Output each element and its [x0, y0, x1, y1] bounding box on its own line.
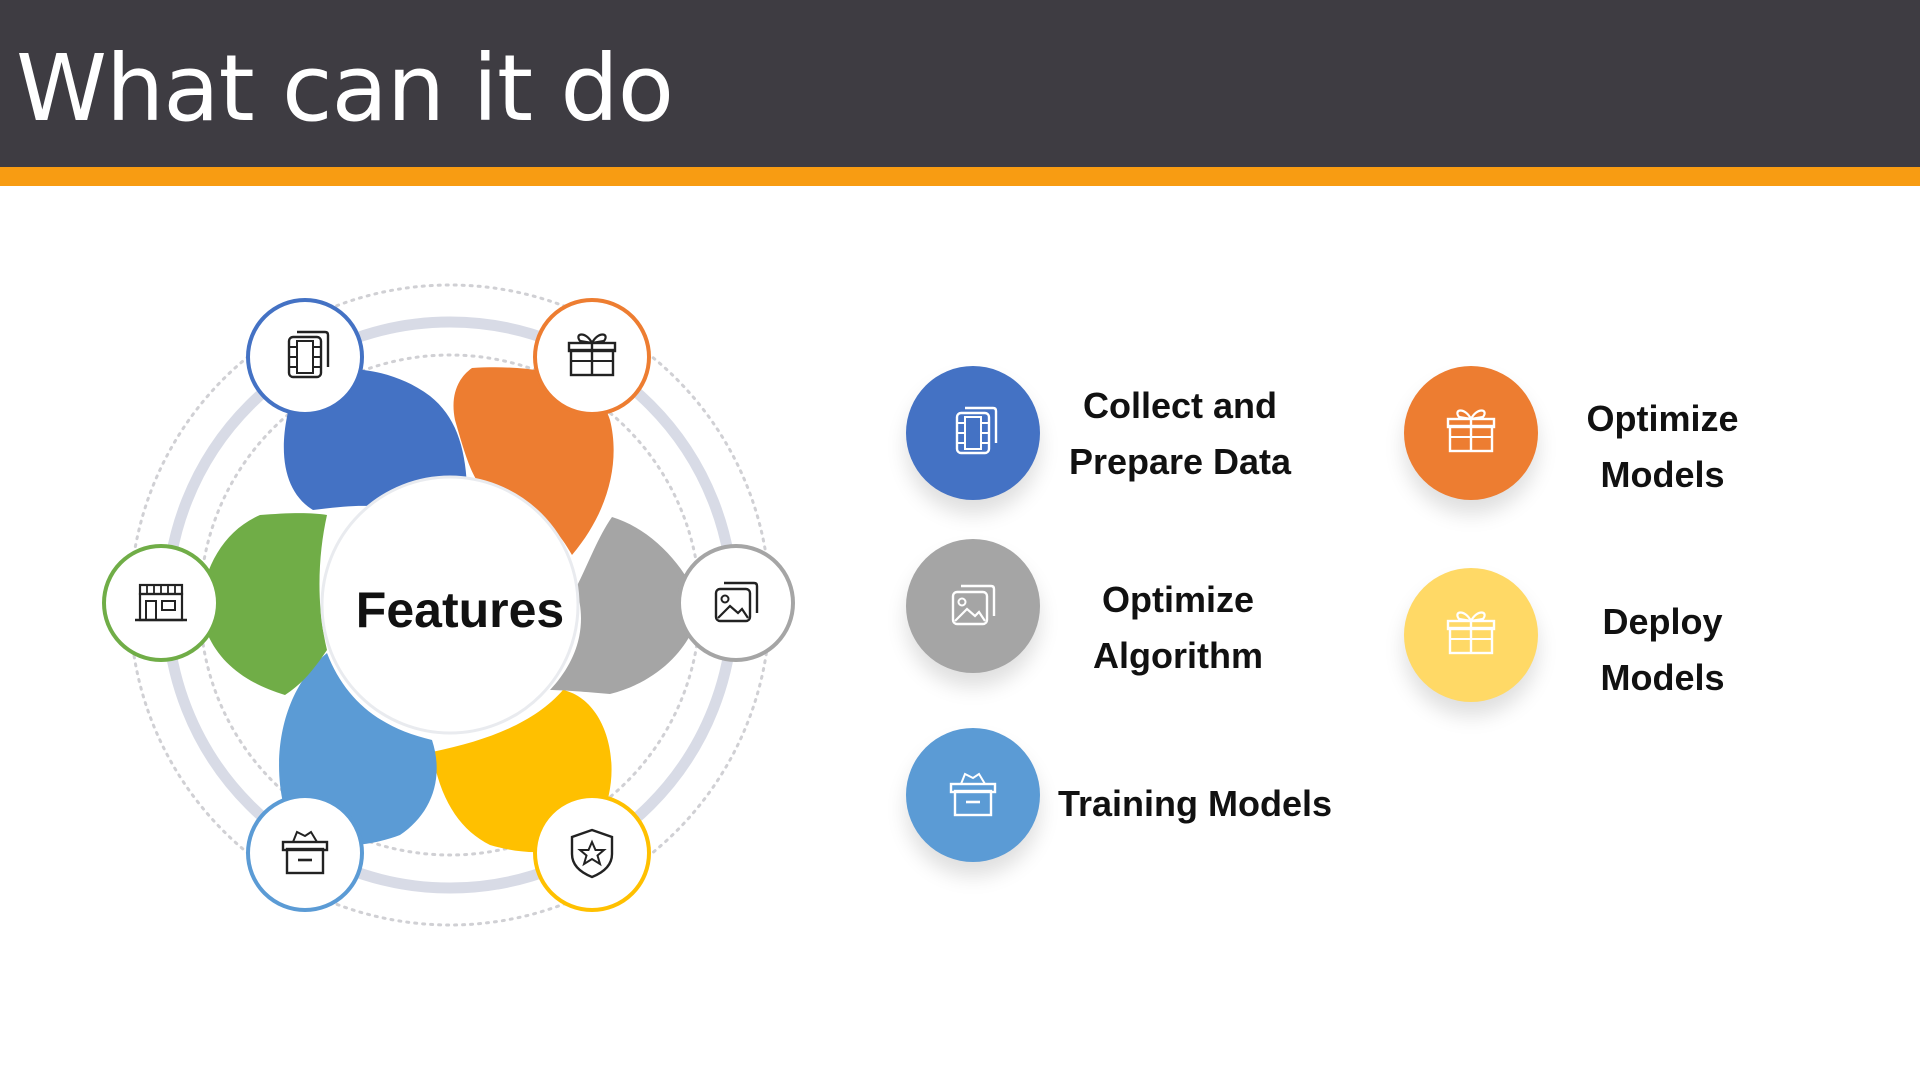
- petal-gray: [550, 517, 700, 694]
- gift-icon: [1446, 409, 1496, 453]
- feature-training-line1: Training Models: [1057, 783, 1333, 824]
- node-box-circle: [246, 794, 364, 912]
- center-hub: [320, 475, 580, 735]
- feature-optimize-models-label: Optimize Models: [1555, 391, 1770, 503]
- node-store: [102, 544, 220, 662]
- feature-collect-circle: [906, 366, 1040, 500]
- feature-optimize-models-circle: [1404, 366, 1538, 500]
- node-box: [246, 794, 364, 912]
- node-film: [246, 298, 364, 416]
- petal-orange-shape: [453, 367, 614, 555]
- feature-collect-line2: Prepare Data: [1068, 441, 1292, 482]
- feature-optimize-algorithm-label: Optimize Algorithm: [1058, 572, 1298, 684]
- node-image: [677, 544, 795, 662]
- image-icon: [951, 584, 996, 626]
- feature-collect-label: Collect and Prepare Data: [1050, 378, 1310, 490]
- node-film-circle: [246, 298, 364, 416]
- feature-deploy-circle: [1404, 568, 1538, 702]
- petal-green-shape: [200, 513, 327, 695]
- petal-gray-shape: [550, 517, 700, 694]
- gift-icon: [1446, 611, 1496, 655]
- header-bar: What can it do: [0, 0, 1920, 167]
- feature-training-label: Training Models: [1055, 776, 1335, 832]
- page-title: What can it do: [16, 35, 674, 142]
- accent-stripe: [0, 167, 1920, 186]
- archive-box-icon: [949, 772, 997, 817]
- feature-deploy-line2: Models: [1600, 657, 1725, 698]
- feature-optimize-models-line2: Models: [1600, 454, 1725, 495]
- node-image-circle: [677, 544, 795, 662]
- features-diagram-svg: [102, 283, 795, 927]
- petal-orange: [453, 367, 614, 555]
- features-diagram: Features: [0, 0, 900, 1080]
- node-gift: [533, 298, 651, 416]
- node-shield: [533, 794, 651, 912]
- node-shield-circle: [533, 794, 651, 912]
- feature-optimize-algorithm-circle: [906, 539, 1040, 673]
- center-label: Features: [355, 582, 565, 638]
- feature-deploy-line1: Deploy: [1602, 601, 1723, 642]
- petal-green: [200, 513, 327, 695]
- feature-deploy-label: Deploy Models: [1555, 594, 1770, 706]
- film-icon: [955, 406, 998, 455]
- feature-collect-line1: Collect and: [1082, 385, 1278, 426]
- feature-optimize-algorithm-line1: Optimize: [1101, 579, 1254, 620]
- feature-optimize-algorithm-line2: Algorithm: [1093, 635, 1263, 676]
- feature-optimize-models-line1: Optimize: [1586, 398, 1739, 439]
- feature-training-circle: [906, 728, 1040, 862]
